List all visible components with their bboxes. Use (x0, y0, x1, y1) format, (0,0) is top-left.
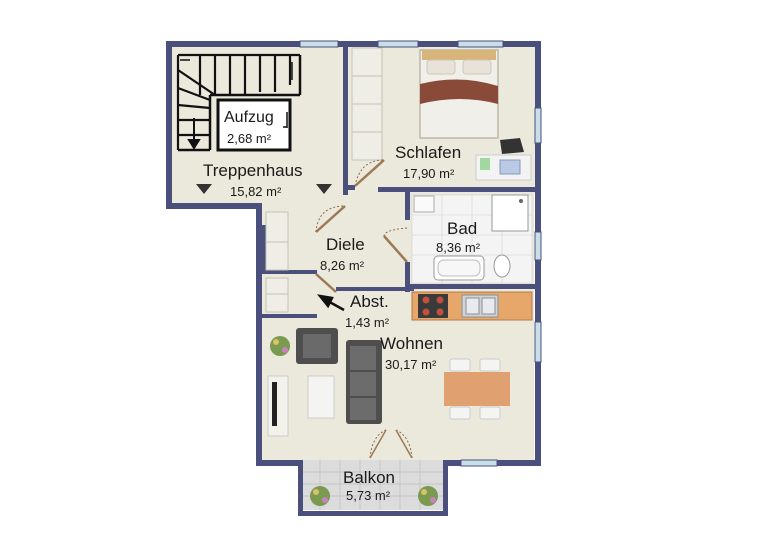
room-area-balkon: 5,73 m² (346, 488, 391, 503)
bathroom-fixtures (413, 194, 529, 281)
door-swings (315, 159, 413, 459)
door-swing-icon (315, 205, 346, 233)
room-area-diele: 8,26 m² (320, 258, 365, 273)
room-name-aufzug: Aufzug (224, 109, 274, 126)
stair-down-arrow-right (316, 184, 332, 194)
arrow-icon (316, 294, 345, 312)
kitchen-sink-icon (461, 294, 499, 318)
toilet-icon (493, 254, 511, 278)
balcony-door-swing (369, 429, 413, 459)
door-swing-icon (315, 273, 337, 293)
room-area-schlafen: 17,90 m² (403, 166, 455, 181)
armchair-icon (296, 328, 338, 364)
living-furniture (267, 328, 510, 437)
room-name-diele: Diele (326, 235, 365, 254)
staircase (176, 53, 332, 194)
bedroom-furniture (351, 47, 532, 181)
room-name-schlafen: Schlafen (395, 143, 461, 162)
bathtub-icon (433, 255, 485, 281)
door-swing-icon (354, 159, 385, 187)
dining-table-icon (444, 358, 510, 420)
bed-icon (419, 49, 499, 139)
plant-icon (310, 486, 330, 506)
room-name-wohnen: Wohnen (380, 334, 443, 353)
kitchen-counter (411, 291, 533, 321)
room-area-abst: 1,43 m² (345, 315, 390, 330)
elevator-shaft (216, 98, 292, 152)
room-area-treppenhaus: 15,82 m² (230, 184, 282, 199)
room-name-bad: Bad (447, 219, 477, 238)
plant-icon (270, 336, 290, 356)
door-swing-icon (383, 227, 408, 263)
tv-icon (267, 375, 289, 437)
windows (299, 40, 542, 467)
shower-icon (491, 194, 529, 232)
sofa-icon (346, 340, 382, 424)
plant-icon (418, 486, 438, 506)
room-labels: Aufzug 2,68 m² Treppenhaus 15,82 m² Schl… (203, 109, 481, 503)
stair-direction-arrow (180, 59, 293, 150)
hallway-shelves (265, 211, 289, 313)
coffee-table (307, 375, 335, 419)
room-area-aufzug: 2,68 m² (227, 131, 272, 146)
kitchen-stove-icon (418, 294, 448, 318)
desk-icon (475, 138, 532, 181)
stair-icon (176, 53, 302, 152)
wardrobe (351, 47, 383, 161)
room-area-wohnen: 30,17 m² (385, 357, 437, 372)
sink-icon (413, 195, 435, 213)
room-area-bad: 8,36 m² (436, 240, 481, 255)
room-name-treppenhaus: Treppenhaus (203, 161, 303, 180)
room-name-balkon: Balkon (343, 468, 395, 487)
room-name-abst: Abst. (350, 292, 389, 311)
stair-down-arrow-left (196, 184, 212, 194)
